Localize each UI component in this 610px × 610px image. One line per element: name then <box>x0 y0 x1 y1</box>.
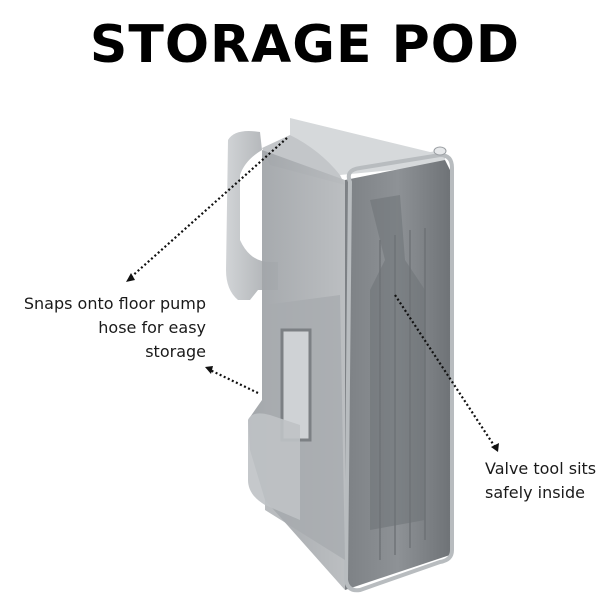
callout-line: hose for easy <box>98 318 206 337</box>
arrow-hose-bottom <box>209 369 259 394</box>
callout-line: safely inside <box>485 483 585 502</box>
callout-valve-tool: Valve tool sits safely inside <box>485 457 610 505</box>
arrow-valve <box>394 294 496 448</box>
page-title: STORAGE POD <box>89 15 521 75</box>
arrow-hose-top <box>129 137 288 279</box>
callout-hose-storage: Snaps onto floor pump hose for easy stor… <box>8 292 206 364</box>
callout-line: storage <box>145 342 206 361</box>
callout-line: Valve tool sits <box>485 459 597 478</box>
arrowhead-icon <box>205 366 213 374</box>
arrowhead-icon <box>126 273 135 282</box>
callout-line: Snaps onto floor pump <box>23 294 206 313</box>
arrowhead-icon <box>491 443 499 452</box>
